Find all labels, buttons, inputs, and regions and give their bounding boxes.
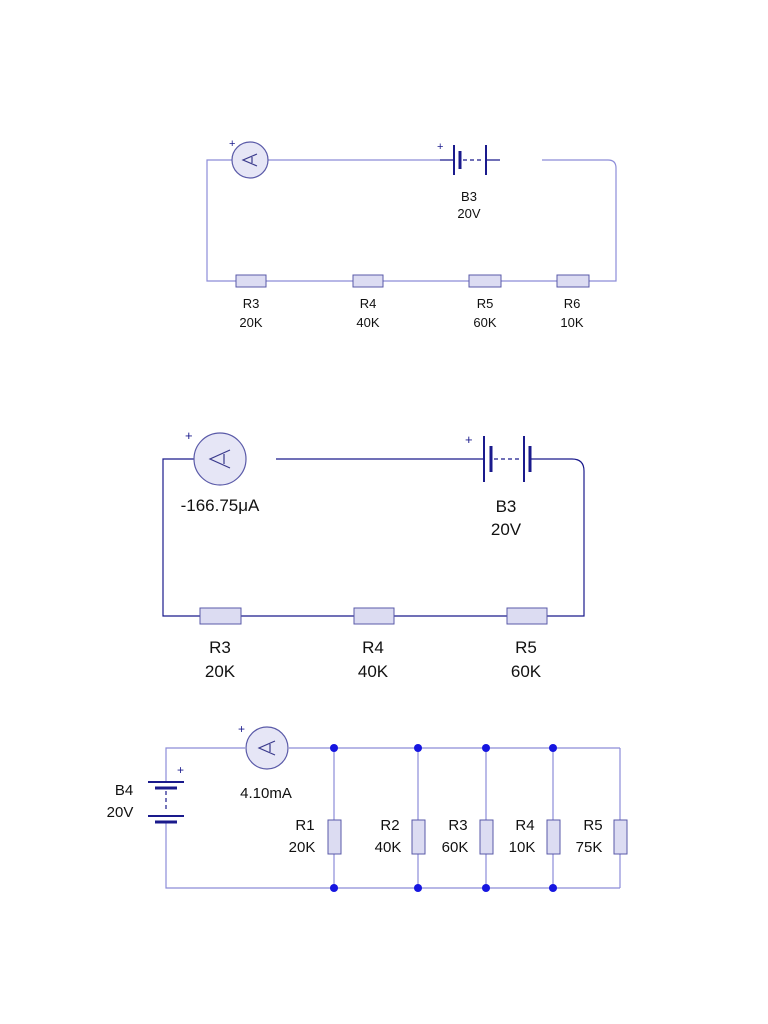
- resistor-r2[interactable]: R2 40K: [375, 817, 426, 856]
- ammeter[interactable]: +: [229, 138, 269, 179]
- right-wire: [542, 159, 617, 282]
- ammeter-body: [245, 726, 289, 770]
- battery[interactable]: + B3 20V: [450, 432, 562, 539]
- battery-value: 20V: [107, 804, 134, 821]
- bottom-rail: [165, 822, 620, 889]
- resistor-body: [506, 607, 548, 625]
- resistor-name: R3: [448, 817, 467, 834]
- resistor-name: R1: [295, 817, 314, 834]
- circuit-1: + + B3 20V R3 20K R4 40K R5 60K: [206, 138, 617, 330]
- ammeter-body: [231, 141, 269, 179]
- junction-node: [414, 744, 422, 752]
- resistor-r3[interactable]: R3 20K: [235, 274, 267, 330]
- ammeter-reading: -166.75μA: [181, 496, 260, 515]
- resistor-r6[interactable]: R6 10K: [556, 274, 590, 330]
- battery-name: B4: [115, 782, 133, 799]
- resistor-body: [468, 274, 502, 288]
- resistor-name: R4: [515, 817, 534, 834]
- resistor-name: R3: [209, 638, 231, 657]
- ammeter-polarity: +: [185, 428, 193, 443]
- ammeter-polarity: +: [229, 138, 235, 150]
- junction-node: [482, 884, 490, 892]
- junction-node: [330, 884, 338, 892]
- resistor-body: [613, 819, 628, 855]
- resistor-r3[interactable]: R3 60K: [442, 817, 494, 856]
- resistor-body: [327, 819, 342, 855]
- resistor-body: [556, 274, 590, 288]
- battery-value: 20V: [491, 520, 522, 539]
- battery-name: B3: [496, 497, 517, 516]
- resistor-r4[interactable]: R4 40K: [353, 607, 395, 681]
- resistor-value: 40K: [356, 315, 379, 330]
- resistor-name: R5: [583, 817, 602, 834]
- resistor-name: R3: [243, 296, 260, 311]
- resistor-value: 60K: [511, 662, 542, 681]
- junction-node: [482, 744, 490, 752]
- resistor-name: R5: [477, 296, 494, 311]
- left-wire: [206, 159, 236, 282]
- junction-node: [330, 744, 338, 752]
- resistor-value: 10K: [560, 315, 583, 330]
- resistor-value: 60K: [442, 839, 469, 856]
- resistor-body: [479, 819, 494, 855]
- ammeter-polarity: +: [238, 722, 245, 736]
- junction-node: [549, 884, 557, 892]
- resistor-r1[interactable]: R1 20K: [289, 817, 342, 856]
- junction-nodes: [330, 744, 557, 892]
- battery-top-wire: [165, 747, 245, 782]
- junction-node: [414, 884, 422, 892]
- resistor-value: 20K: [289, 839, 316, 856]
- ammeter-body: [193, 432, 247, 486]
- resistor-name: R5: [515, 638, 537, 657]
- resistor-body: [352, 274, 384, 288]
- resistor-body: [546, 819, 561, 855]
- resistor-body: [235, 274, 267, 288]
- battery[interactable]: + B4 20V: [107, 763, 184, 824]
- right-wire: [547, 458, 585, 617]
- resistor-body: [411, 819, 426, 855]
- resistor-r5[interactable]: R5 60K: [506, 607, 548, 681]
- ammeter[interactable]: + 4.10mA: [238, 722, 292, 802]
- resistor-value: 75K: [576, 839, 603, 856]
- resistor-r3[interactable]: R3 20K: [199, 607, 242, 681]
- battery-polarity: +: [465, 432, 473, 447]
- battery-value: 20V: [457, 206, 480, 221]
- resistor-value: 20K: [205, 662, 236, 681]
- resistor-name: R4: [362, 638, 384, 657]
- resistor-value: 60K: [473, 315, 496, 330]
- resistor-body: [199, 607, 242, 625]
- resistor-r5[interactable]: R5 75K: [576, 817, 628, 856]
- resistor-value: 40K: [375, 839, 402, 856]
- circuit-2: + -166.75μA + B3 20V R3 20K R4 40K: [162, 428, 585, 681]
- ammeter-icon: [241, 153, 258, 167]
- resistor-name: R4: [360, 296, 377, 311]
- ammeter-reading: 4.10mA: [240, 785, 292, 802]
- resistor-name: R6: [564, 296, 581, 311]
- battery-polarity: +: [177, 763, 184, 777]
- resistor-r4[interactable]: R4 10K: [509, 817, 561, 856]
- resistor-value: 20K: [239, 315, 262, 330]
- ammeter-icon: [257, 740, 276, 756]
- resistor-r4[interactable]: R4 40K: [352, 274, 384, 330]
- resistor-r5[interactable]: R5 60K: [468, 274, 502, 330]
- battery-polarity: +: [437, 141, 443, 153]
- battery[interactable]: + B3 20V: [437, 141, 500, 221]
- left-wire: [162, 458, 200, 617]
- ammeter[interactable]: + -166.75μA: [181, 428, 260, 515]
- resistor-body: [353, 607, 395, 625]
- resistor-value: 40K: [358, 662, 389, 681]
- resistor-value: 10K: [509, 839, 536, 856]
- circuit-3: + 4.10mA + B4 20V R1 20K R2 40K R3: [107, 722, 628, 892]
- junction-node: [549, 744, 557, 752]
- ammeter-icon: [208, 449, 231, 469]
- resistor-name: R2: [380, 817, 399, 834]
- battery-name: B3: [461, 189, 477, 204]
